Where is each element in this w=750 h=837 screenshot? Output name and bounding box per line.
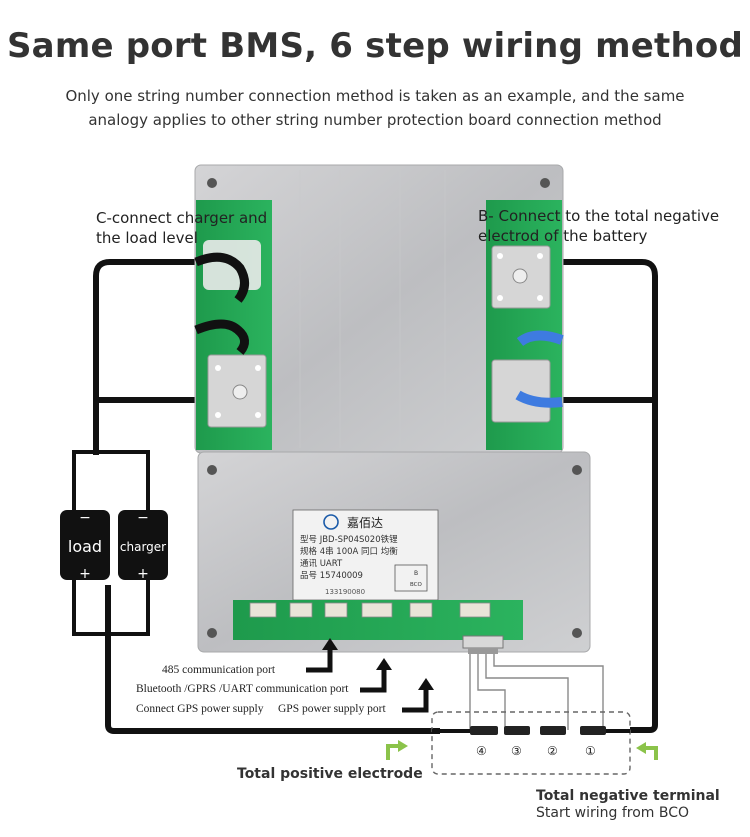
arrow-left-icon bbox=[636, 742, 646, 754]
bluetooth-port-label: Bluetooth /GPRS /UART communication port bbox=[136, 683, 349, 695]
arrow-up-icon bbox=[376, 658, 392, 670]
green-arrows bbox=[386, 744, 658, 760]
board-row-2: 规格 4串 100A 同口 均衡 bbox=[300, 546, 398, 557]
arrow-up-icon bbox=[322, 638, 338, 650]
b-connect-line-1: B- Connect to the total negative bbox=[478, 207, 720, 225]
balance-wires bbox=[469, 654, 604, 730]
main-wires bbox=[93, 259, 658, 734]
page-title: Same port BMS, 6 step wiring method bbox=[6, 26, 744, 66]
c-cable-2 bbox=[194, 319, 249, 355]
c-cable-1 bbox=[194, 252, 249, 303]
cell-3-label: ③ bbox=[511, 744, 522, 758]
total-positive-label: Total positive electrode bbox=[237, 766, 423, 782]
screw-icon bbox=[540, 178, 550, 188]
cell-2-label: ② bbox=[547, 744, 558, 758]
start-wiring-label: Start wiring from BCO bbox=[536, 805, 690, 821]
b-connect-label: B- Connect to the total negative electro… bbox=[478, 206, 719, 246]
arrow-right-icon bbox=[398, 740, 408, 752]
port-485 bbox=[249, 602, 277, 618]
charger-plus: + bbox=[137, 566, 149, 582]
board-row-4: 品号 15740009 bbox=[300, 571, 363, 581]
b-cable-1 bbox=[516, 330, 564, 347]
c-connect-line-2: the load level bbox=[96, 229, 198, 247]
board-row-3: 通讯 UART bbox=[300, 558, 343, 569]
gps-connect-label: Connect GPS power supply bbox=[136, 703, 264, 715]
cell-1-label: ① bbox=[585, 744, 596, 758]
balance-plug bbox=[462, 635, 504, 649]
subtitle-line-2: analogy applies to other string number p… bbox=[88, 111, 662, 129]
c-connect-line-1: C-connect charger and bbox=[96, 209, 268, 227]
page-subtitle: Only one string number connection method… bbox=[40, 84, 710, 132]
board-spec-label bbox=[292, 509, 439, 601]
b-connect-line-2: electrod of the battery bbox=[478, 227, 648, 245]
load-battery bbox=[60, 510, 110, 580]
load-minus: − bbox=[79, 510, 91, 526]
svg-text:BCO: BCO bbox=[410, 582, 423, 588]
gps-port-label: GPS power supply port bbox=[278, 703, 386, 715]
port-arrows bbox=[306, 648, 429, 713]
arrow-up-icon bbox=[418, 678, 434, 690]
cell-group-box bbox=[431, 711, 631, 775]
charger-label: charger bbox=[120, 540, 166, 554]
cell-4-label: ④ bbox=[476, 744, 487, 758]
board-row-1: 型号 JBD-SP04S020铁锂 bbox=[300, 534, 398, 545]
charger-battery bbox=[118, 510, 168, 580]
port-gps-connect bbox=[324, 602, 348, 618]
charger-minus: − bbox=[137, 510, 149, 526]
board-mini-diagram bbox=[394, 564, 428, 592]
cell-connectors bbox=[470, 726, 606, 735]
port-485-label: 485 communication port bbox=[162, 664, 276, 676]
load-plus: + bbox=[79, 566, 91, 582]
port-uart bbox=[289, 602, 313, 618]
port-gps-supply bbox=[409, 602, 433, 618]
load-label: load bbox=[68, 537, 102, 556]
brand-logo-icon bbox=[323, 514, 339, 530]
board-serial: 133190080 bbox=[325, 588, 365, 596]
b-cable-2 bbox=[515, 390, 563, 408]
board-brand: 嘉佰达 bbox=[347, 516, 383, 530]
total-negative-label: Total negative terminal bbox=[536, 788, 720, 804]
c-connect-label: C-connect charger and the load level bbox=[96, 208, 267, 248]
svg-text:B: B bbox=[414, 570, 418, 577]
screw-icon bbox=[207, 178, 217, 188]
subtitle-line-1: Only one string number connection method… bbox=[65, 87, 685, 105]
